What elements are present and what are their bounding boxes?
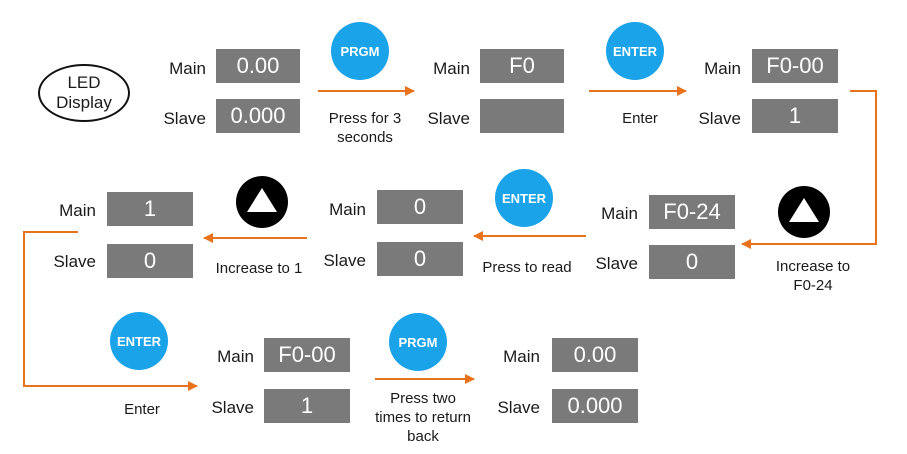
slave-display: 1: [264, 389, 350, 423]
slave-label: Slave: [595, 254, 638, 273]
slave-label: Slave: [211, 398, 254, 417]
caption-enter: Enter: [124, 401, 160, 418]
caption-press-to-read: Press to read: [482, 259, 572, 276]
main-label: Main: [503, 347, 540, 366]
led-line2: Display: [56, 93, 112, 112]
caption-return-back: Press two times to return back: [375, 390, 471, 445]
slave-display: 1: [752, 99, 838, 133]
slave-display: 0.000: [552, 389, 638, 423]
main-label: Main: [329, 200, 366, 219]
main-label: Main: [601, 204, 638, 223]
slave-display: 0.000: [216, 99, 300, 133]
main-display: 1: [107, 192, 193, 226]
caption-enter: Enter: [622, 110, 658, 127]
main-display: F0-24: [649, 195, 735, 229]
slave-display: 0: [107, 244, 193, 278]
slave-label: Slave: [497, 398, 540, 417]
arrow-6: [23, 231, 198, 391]
caption-increase-f0-24: Increase to F0-24: [775, 258, 851, 294]
enter-button: ENTER: [495, 169, 553, 227]
up-button: [778, 186, 830, 238]
slave-display: [480, 99, 564, 133]
main-display: 0.00: [552, 338, 638, 372]
slave-label: Slave: [427, 109, 470, 128]
up-triangle-icon: [247, 188, 277, 212]
caption-increase-to-1: Increase to 1: [215, 260, 303, 277]
slave-label: Slave: [698, 109, 741, 128]
led-line1: LED: [67, 73, 101, 92]
up-button: [236, 176, 288, 228]
enter-button: ENTER: [110, 312, 168, 370]
main-label: Main: [433, 59, 470, 78]
main-display: F0: [480, 49, 564, 83]
led-display-label: LED Display: [38, 64, 130, 122]
main-label: Main: [704, 59, 741, 78]
enter-button: ENTER: [606, 22, 664, 80]
prgm-button: PRGM: [389, 313, 447, 371]
slave-display: 0: [377, 242, 463, 276]
main-label: Main: [217, 347, 254, 366]
slave-label: Slave: [323, 251, 366, 270]
main-display: F0-00: [264, 338, 350, 372]
main-display: F0-00: [752, 49, 838, 83]
main-display: 0.00: [216, 49, 300, 83]
main-label: Main: [169, 59, 206, 78]
up-triangle-icon: [789, 198, 819, 222]
main-label: Main: [59, 201, 96, 220]
caption-press-3-seconds: Press for 3 seconds: [328, 110, 402, 146]
slave-label: Slave: [163, 109, 206, 128]
prgm-button: PRGM: [331, 22, 389, 80]
main-display: 0: [377, 190, 463, 224]
arrow-3: [741, 90, 877, 249]
slave-label: Slave: [53, 252, 96, 271]
slave-display: 0: [649, 245, 735, 279]
